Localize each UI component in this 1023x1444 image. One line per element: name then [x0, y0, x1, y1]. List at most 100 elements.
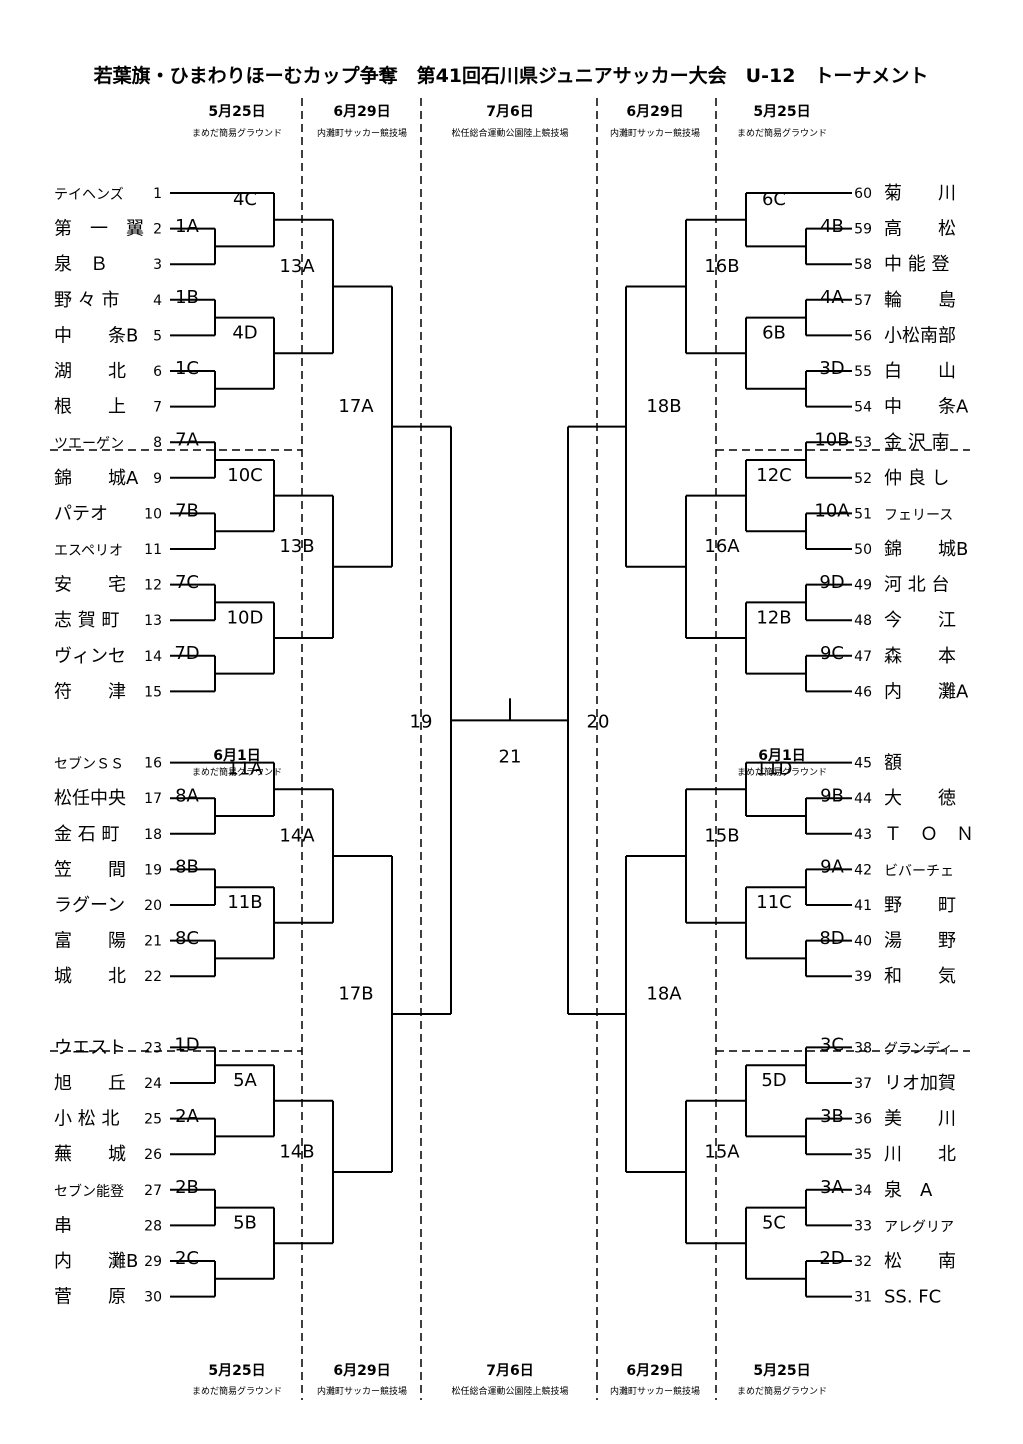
team-name: 美 川 — [884, 1109, 956, 1130]
match-label: 4D — [232, 323, 257, 344]
team-seed: 60 — [854, 186, 872, 202]
team-name: 高 松 — [884, 219, 956, 240]
team-name: 志 賀 町 — [54, 610, 119, 631]
schedule-venue: まめだ簡易グラウンド — [192, 127, 282, 139]
match-label: 1B — [175, 287, 199, 308]
schedule-date: 6月29日 — [333, 1363, 390, 1379]
team-name: エスペリオ — [54, 543, 123, 559]
match-label: 13B — [279, 536, 314, 557]
schedule-date: 6月29日 — [333, 104, 390, 120]
team-name: セブンＳＳ — [54, 756, 124, 773]
schedule-venue: 内灘町サッカー競技場 — [317, 1385, 407, 1397]
team-name: グランディ — [884, 1040, 953, 1057]
schedule-venue: 内灘町サッカー競技場 — [317, 127, 407, 139]
team-seed: 40 — [854, 934, 872, 950]
match-label: 11D — [756, 759, 793, 780]
match-label: 11A — [227, 759, 263, 780]
match-label: 7D — [174, 643, 199, 664]
match-label: 2B — [175, 1177, 199, 1198]
schedule-venue: 内灘町サッカー競技場 — [610, 1385, 700, 1397]
team-seed: 34 — [854, 1183, 872, 1199]
match-label: 5D — [761, 1070, 786, 1091]
team-seed: 5 — [153, 328, 162, 344]
team-seed: 4 — [153, 293, 162, 309]
match-label: 10C — [227, 465, 262, 486]
match-label: 4B — [820, 216, 844, 237]
team-seed: 6 — [153, 364, 162, 380]
match-label: 15B — [704, 825, 739, 846]
match-labels: 1A1B1C4C4D7A7B7C7D10C10D13A13B8A8B8C11A1… — [174, 189, 850, 1269]
team-name: 旭 丘 — [54, 1073, 126, 1094]
match-label: 18B — [646, 396, 681, 417]
team-seed: 29 — [144, 1254, 162, 1270]
bracket-lines — [170, 192, 852, 1298]
team-seed: 27 — [144, 1183, 162, 1199]
team-seed: 28 — [144, 1218, 162, 1234]
match-label: 5A — [233, 1070, 257, 1091]
team-name: 第 一 翼 — [54, 219, 144, 240]
team-seed: 18 — [144, 827, 162, 843]
match-label: 12C — [756, 465, 791, 486]
match-label: 10D — [227, 607, 264, 628]
team-seed: 46 — [854, 684, 872, 700]
team-seed: 30 — [144, 1290, 162, 1306]
match-label: 16A — [704, 536, 740, 557]
team-name: 輪 島 — [884, 290, 956, 311]
match-label: 11C — [756, 892, 791, 913]
schedule-date: 5月25日 — [753, 104, 810, 120]
team-seed: 21 — [144, 934, 162, 950]
schedule-venue: まめだ簡易グラウンド — [192, 766, 282, 778]
match-label: 3D — [819, 358, 844, 379]
schedule-date: 6月1日 — [213, 748, 260, 764]
match-label: 1C — [175, 358, 199, 379]
team-seed: 53 — [854, 435, 872, 451]
team-name: フェリース — [884, 507, 953, 523]
match-label: 9D — [819, 572, 844, 593]
team-seed: 56 — [854, 328, 872, 344]
schedule-middle: 6月1日 まめだ簡易グラウンド 6月1日 まめだ簡易グラウンド — [192, 748, 827, 778]
team-seed: 54 — [854, 400, 872, 416]
schedule-date: 7月6日 — [486, 104, 533, 120]
match-label: 10A — [814, 501, 850, 522]
team-seed: 24 — [144, 1076, 162, 1092]
match-label: 2C — [175, 1248, 199, 1269]
team-seed: 11 — [144, 542, 162, 558]
team-name: パテオ — [54, 503, 108, 524]
match-label: 15A — [704, 1141, 740, 1162]
match-label: 17B — [338, 983, 373, 1004]
match-label: 13A — [279, 256, 315, 277]
team-name: 中 能 登 — [884, 254, 949, 275]
team-seed: 52 — [854, 471, 872, 487]
team-name: 今 江 — [884, 610, 956, 631]
team-seed: 57 — [854, 293, 872, 309]
match-label: 3A — [820, 1177, 844, 1198]
match-label: 19 — [410, 711, 433, 732]
team-seed: 16 — [144, 756, 162, 772]
team-name: 川 北 — [884, 1144, 956, 1165]
team-name: 河 北 台 — [884, 575, 949, 596]
match-label: 1A — [175, 216, 199, 237]
team-seed: 17 — [144, 791, 162, 807]
team-name: セブン能登 — [54, 1183, 124, 1200]
team-seed: 37 — [854, 1076, 872, 1092]
team-name: 菊 川 — [884, 183, 956, 204]
team-seed: 58 — [854, 257, 872, 273]
team-seed: 36 — [854, 1112, 872, 1128]
team-seed: 23 — [144, 1040, 162, 1056]
schedule-venue: まめだ簡易グラウンド — [737, 766, 827, 778]
team-seed: 50 — [854, 542, 872, 558]
team-name: 串 — [54, 1215, 72, 1236]
team-seed: 26 — [144, 1147, 162, 1163]
team-name: 仲 良 し — [884, 468, 949, 489]
team-name: 錦 城B — [884, 539, 968, 560]
schedule-date: 6月29日 — [626, 104, 683, 120]
team-seed: 7 — [153, 400, 162, 416]
match-label: 12B — [756, 607, 791, 628]
team-name: 白 山 — [884, 361, 956, 382]
schedule-date: 5月25日 — [208, 104, 265, 120]
match-label: 1D — [174, 1035, 199, 1056]
match-label: 7B — [175, 501, 199, 522]
schedule-venue: まめだ簡易グラウンド — [737, 1385, 827, 1397]
schedule-venue: 松任総合運動公園陸上競技場 — [451, 127, 568, 139]
team-name: 大 徳 — [884, 788, 956, 809]
